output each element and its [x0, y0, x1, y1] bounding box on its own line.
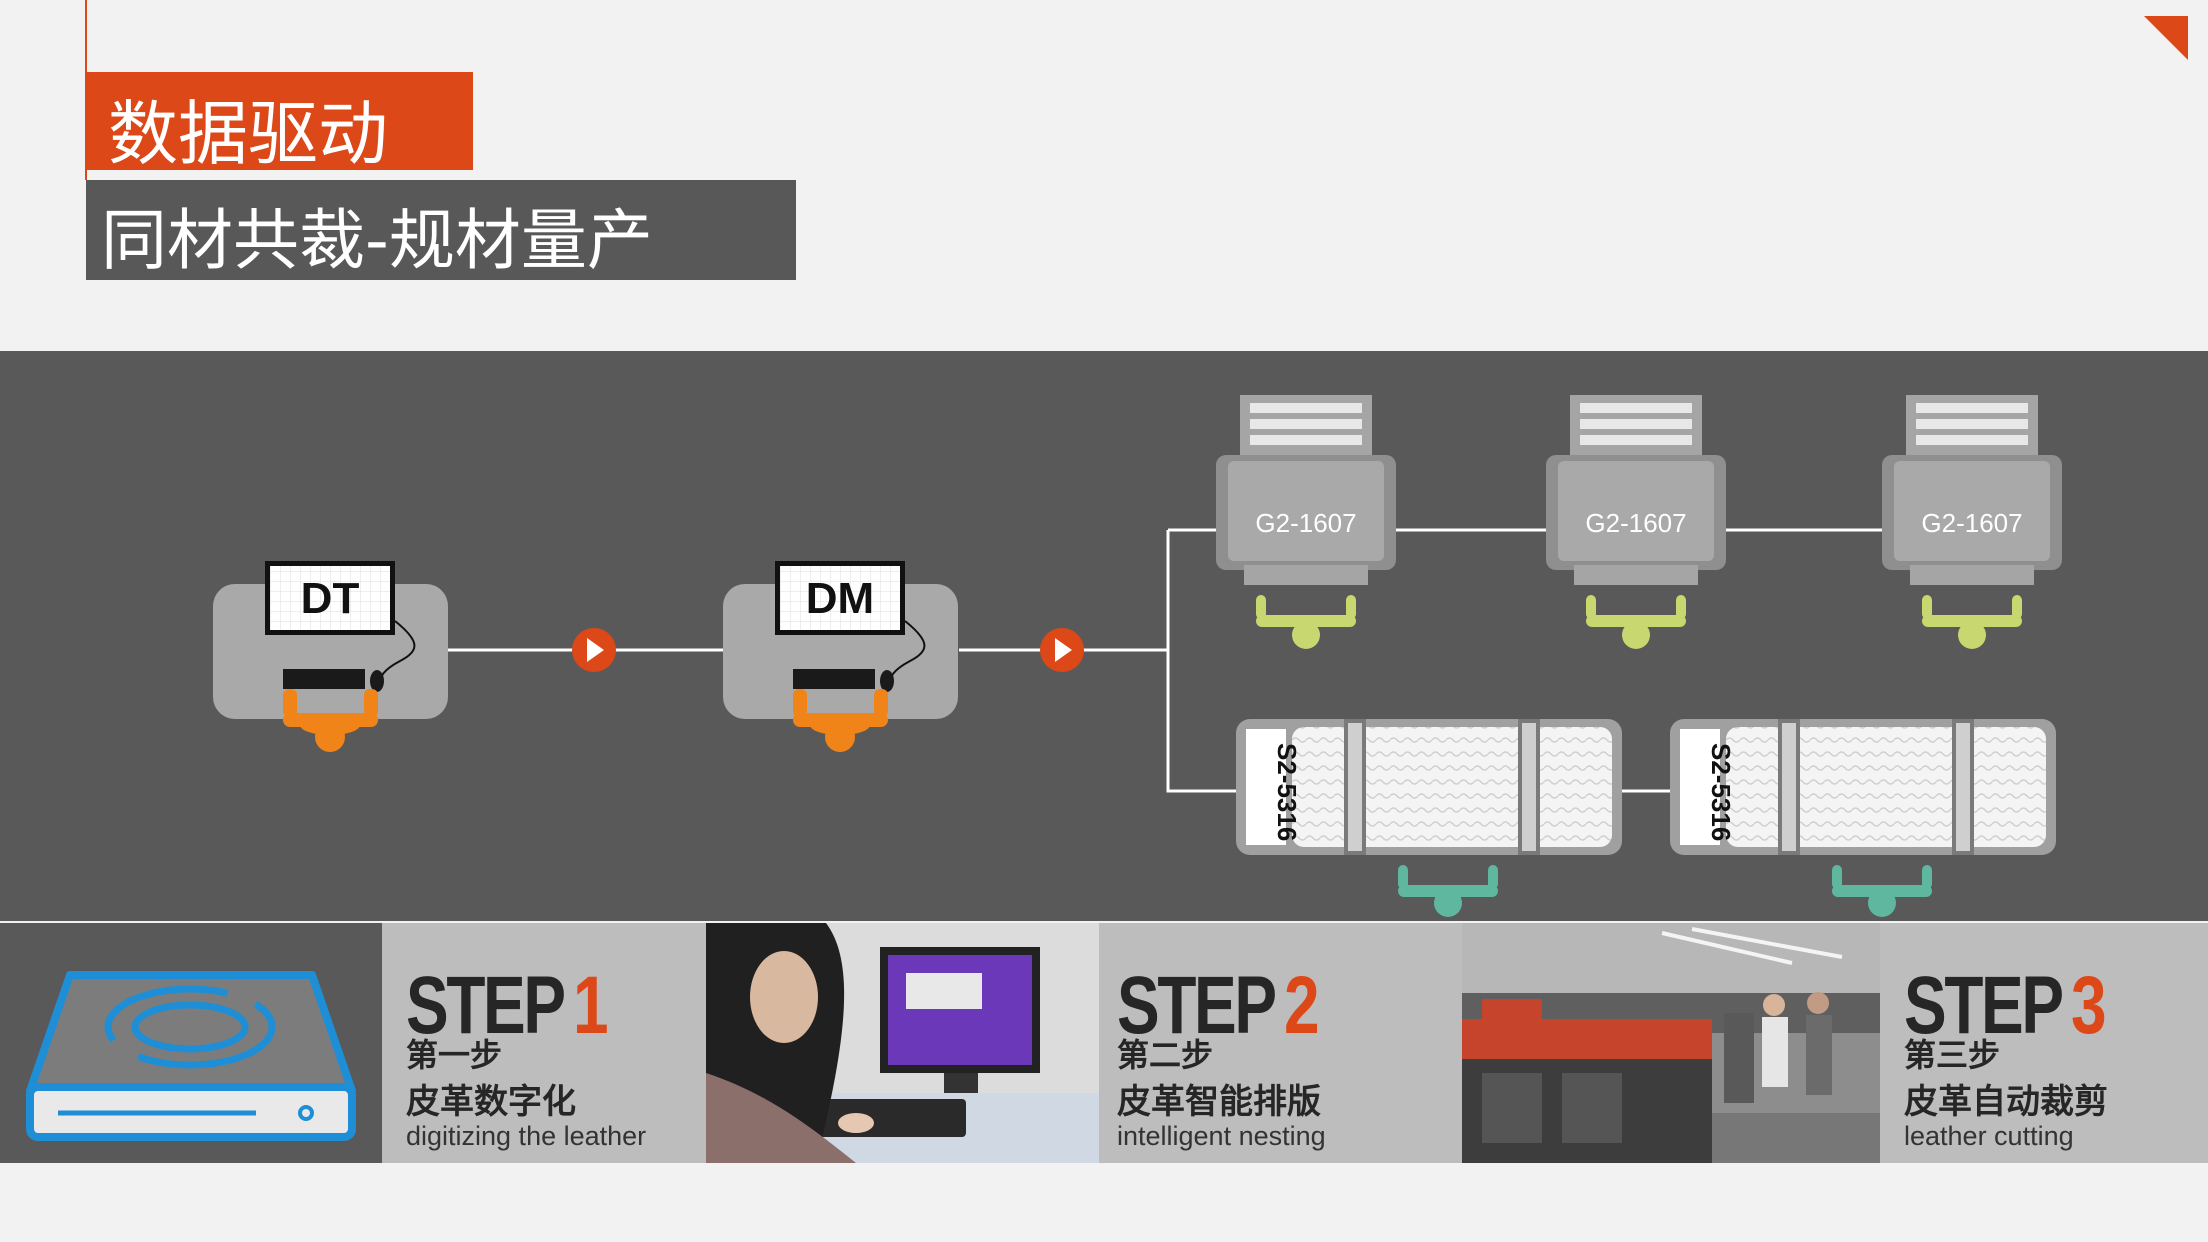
cutter-g2-3: G2-1607: [1882, 395, 2062, 649]
subtitle-bar: 同材共裁-规材量产: [86, 180, 796, 280]
page-title: 数据驱动: [108, 93, 388, 175]
step-3-en-title: leather cutting: [1904, 1121, 2074, 1151]
step-3-cn-step: 第三步: [1904, 1036, 2001, 1074]
disk-panel: [0, 923, 382, 1163]
photo-cutting-floor: [1462, 923, 1880, 1163]
cutter-label: G2-1607: [1921, 508, 2022, 538]
cutter-label: S2-5316: [1706, 743, 1736, 841]
station-dm: DM: [723, 561, 958, 752]
play-arrow-icon: [1040, 628, 1084, 672]
cutter-g2-2: G2-1607: [1546, 395, 1726, 649]
station-label: DT: [301, 574, 360, 623]
step-2-en-title: intelligent nesting: [1117, 1121, 1326, 1151]
step-2-cn-title: 皮革智能排版: [1117, 1082, 1321, 1122]
cutter-label: G2-1607: [1255, 508, 1356, 538]
title-tag: 数据驱动: [86, 72, 473, 175]
step-1-cn-step: 第一步: [406, 1036, 503, 1074]
cutter-s2-2: S2-5316: [1670, 719, 2056, 917]
step-2-cn-step: 第二步: [1117, 1036, 1214, 1074]
photo-nesting-operator: [706, 923, 1099, 1163]
step-1-en-title: digitizing the leather: [406, 1121, 647, 1151]
station-label: DM: [806, 574, 874, 623]
cutter-label: S2-5316: [1272, 743, 1302, 841]
corner-triangle-icon: [2144, 16, 2188, 60]
disk-drive-icon: [26, 971, 356, 1141]
step-3-cn-title: 皮革自动裁剪: [1904, 1082, 2108, 1122]
cutter-s2-1: S2-5316: [1236, 719, 1622, 917]
page-subtitle: 同材共裁-规材量产: [101, 202, 653, 279]
workflow-diagram: DT DM: [0, 351, 2208, 921]
cutter-g2-1: G2-1607: [1216, 395, 1396, 649]
station-dt: DT: [213, 561, 448, 752]
cutter-label: G2-1607: [1585, 508, 1686, 538]
step-1-cn-title: 皮革数字化: [406, 1082, 576, 1122]
play-arrow-icon: [572, 628, 616, 672]
